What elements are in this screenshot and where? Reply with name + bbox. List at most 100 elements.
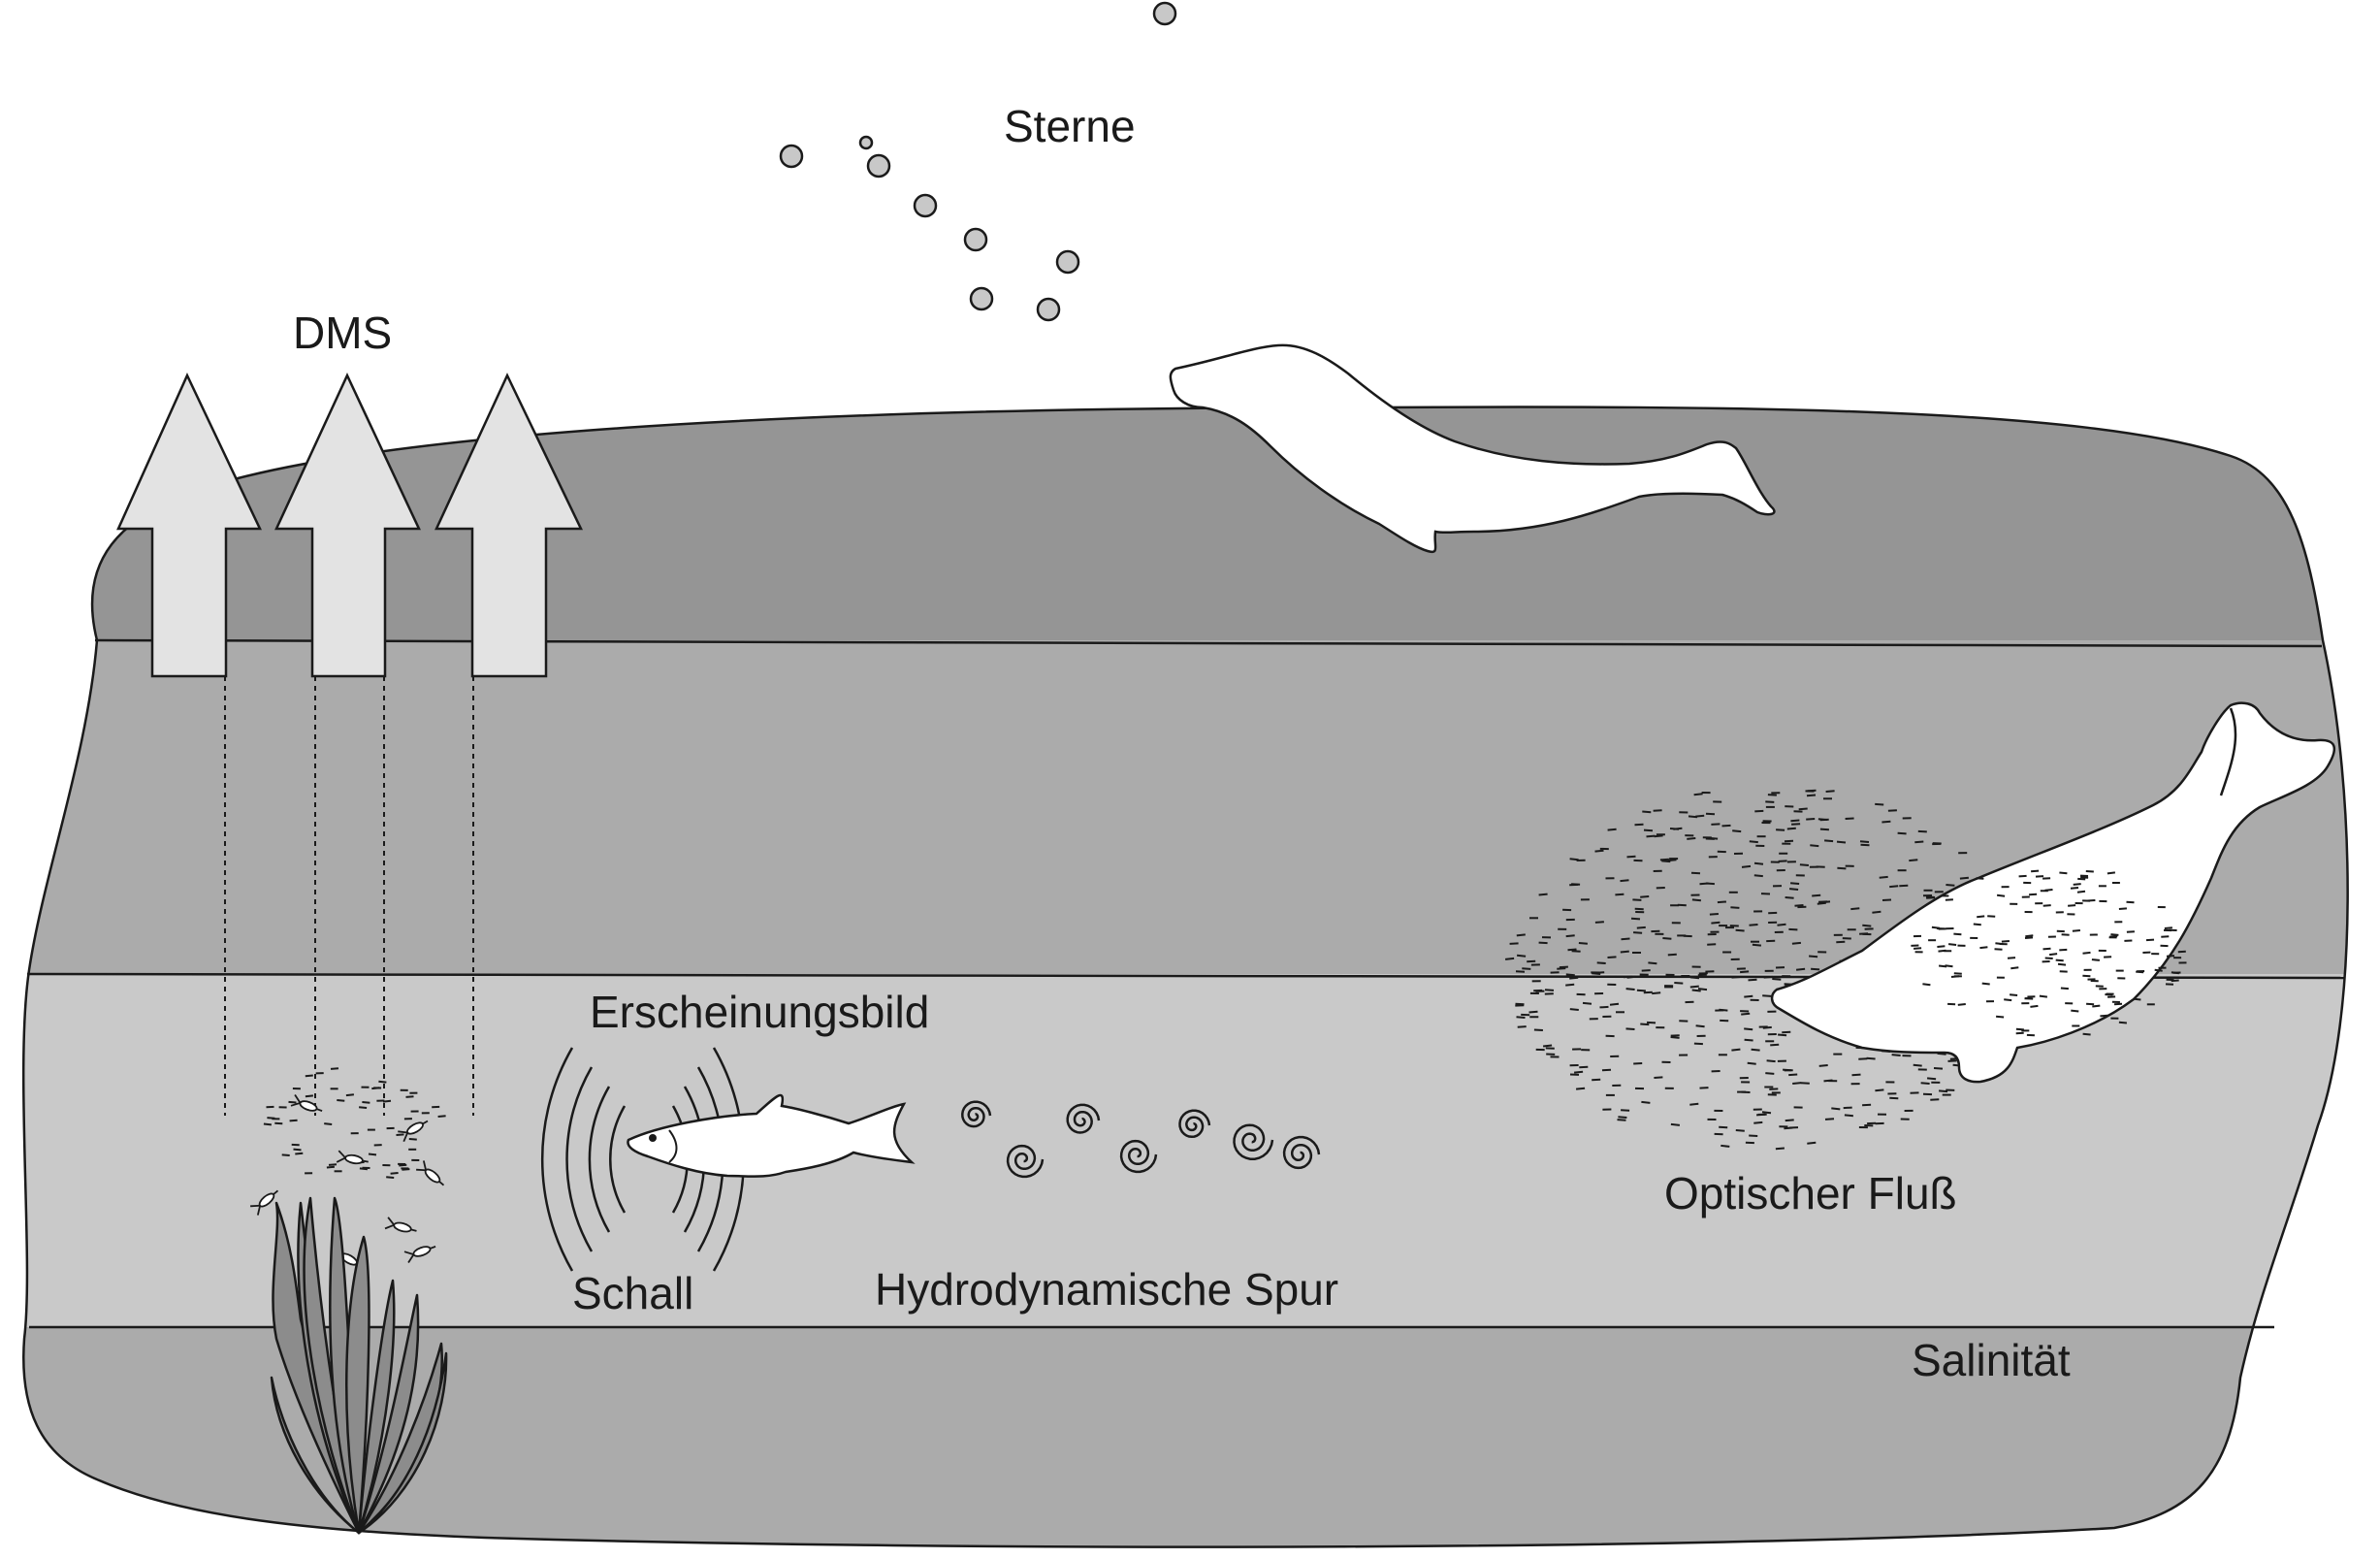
- dash: [2082, 1032, 2091, 1036]
- dash: [1875, 1088, 1884, 1092]
- fish-eye: [649, 1134, 657, 1142]
- dash: [1850, 907, 1860, 911]
- dash: [1569, 858, 1579, 861]
- dash: [1625, 988, 1635, 991]
- dash: [1881, 820, 1891, 824]
- dash: [2076, 890, 2086, 893]
- dash: [1979, 946, 1988, 950]
- dash: [1594, 921, 1604, 924]
- dash: [2061, 933, 2070, 936]
- star: [969, 286, 994, 311]
- dash: [1959, 876, 1969, 880]
- dash: [1879, 875, 1888, 879]
- dash: [1565, 934, 1575, 938]
- dash: [1579, 1065, 1589, 1069]
- dash: [1914, 947, 1922, 950]
- dash: [1641, 1100, 1651, 1104]
- dash: [1845, 817, 1854, 820]
- dash: [1976, 877, 1984, 880]
- dash: [2091, 958, 2100, 961]
- label-stars: Sterne: [1004, 101, 1136, 151]
- dash: [1690, 871, 1701, 875]
- dash: [378, 1080, 387, 1084]
- seaweed-blade: [345, 1235, 370, 1535]
- dash: [1617, 1119, 1626, 1121]
- dash: [1504, 957, 1515, 960]
- dash: [1807, 1141, 1817, 1145]
- dash: [2071, 1009, 2079, 1013]
- dash: [1756, 1113, 1766, 1117]
- dash: [2082, 951, 2091, 955]
- dash: [2031, 869, 2040, 873]
- dash: [1789, 888, 1799, 891]
- dash: [1785, 1119, 1794, 1122]
- dash: [2018, 874, 2027, 878]
- dash: [1646, 834, 1656, 838]
- dash: [1887, 809, 1897, 812]
- dash: [1516, 954, 1527, 958]
- dash: [1599, 1005, 1609, 1009]
- dash: [1557, 967, 1566, 970]
- dash: [1753, 861, 1764, 865]
- label-salinity: Salinität: [1912, 1335, 2071, 1385]
- dash: [1899, 884, 1909, 888]
- dash: [1765, 800, 1775, 803]
- dash: [1569, 1008, 1579, 1011]
- dash: [1516, 933, 1526, 937]
- dash: [1987, 915, 1996, 918]
- dash: [2073, 883, 2081, 886]
- dash: [1836, 840, 1847, 844]
- dash: [1695, 1024, 1705, 1028]
- hydrodynamic-vortices: [961, 1100, 1321, 1179]
- dash: [1633, 931, 1643, 934]
- dash: [1909, 859, 1918, 862]
- dash: [1542, 1044, 1553, 1048]
- dash: [1953, 932, 1962, 936]
- dash: [1744, 1038, 1753, 1042]
- dash: [293, 1148, 302, 1152]
- vortex: [1066, 1103, 1101, 1134]
- dash: [1791, 941, 1801, 945]
- dash: [1625, 1027, 1635, 1030]
- dash: [1795, 967, 1806, 971]
- star: [963, 227, 988, 252]
- dash: [1770, 1043, 1780, 1047]
- dash: [1811, 967, 1820, 971]
- label-dms: DMS: [293, 308, 392, 358]
- dash: [1641, 969, 1651, 972]
- dash: [1674, 982, 1684, 985]
- dash: [2100, 1014, 2108, 1018]
- dash: [1705, 882, 1715, 886]
- dash: [1809, 955, 1818, 958]
- label-optic-flow: Optischer Fluß: [1664, 1168, 1957, 1218]
- vortex: [961, 1100, 992, 1128]
- dash: [1953, 972, 1962, 975]
- vortex: [1178, 1109, 1211, 1139]
- seaweed-blade: [357, 1351, 448, 1535]
- copepod: [398, 1120, 429, 1143]
- dash: [1741, 864, 1752, 868]
- dash: [2044, 957, 2053, 959]
- dash: [1824, 839, 1834, 843]
- dash: [1859, 840, 1870, 843]
- copepod: [250, 1189, 279, 1216]
- dash: [1791, 823, 1801, 826]
- dash: [1950, 975, 1960, 978]
- dash: [1654, 834, 1663, 838]
- dash: [1748, 978, 1757, 982]
- dash: [1691, 898, 1701, 902]
- copepod: [403, 1246, 436, 1263]
- dash: [1777, 923, 1786, 926]
- dash: [1582, 1001, 1592, 1005]
- dash: [1559, 965, 1568, 969]
- dash: [408, 1138, 417, 1141]
- dash: [1544, 989, 1555, 991]
- dash: [1667, 859, 1677, 862]
- dash: [1775, 1147, 1785, 1151]
- dash: [1897, 831, 1907, 835]
- dms-arrows: [116, 373, 583, 678]
- dash: [1776, 828, 1785, 831]
- dash: [1957, 1003, 1966, 1006]
- dash: [1601, 1068, 1612, 1072]
- dash: [267, 1117, 275, 1120]
